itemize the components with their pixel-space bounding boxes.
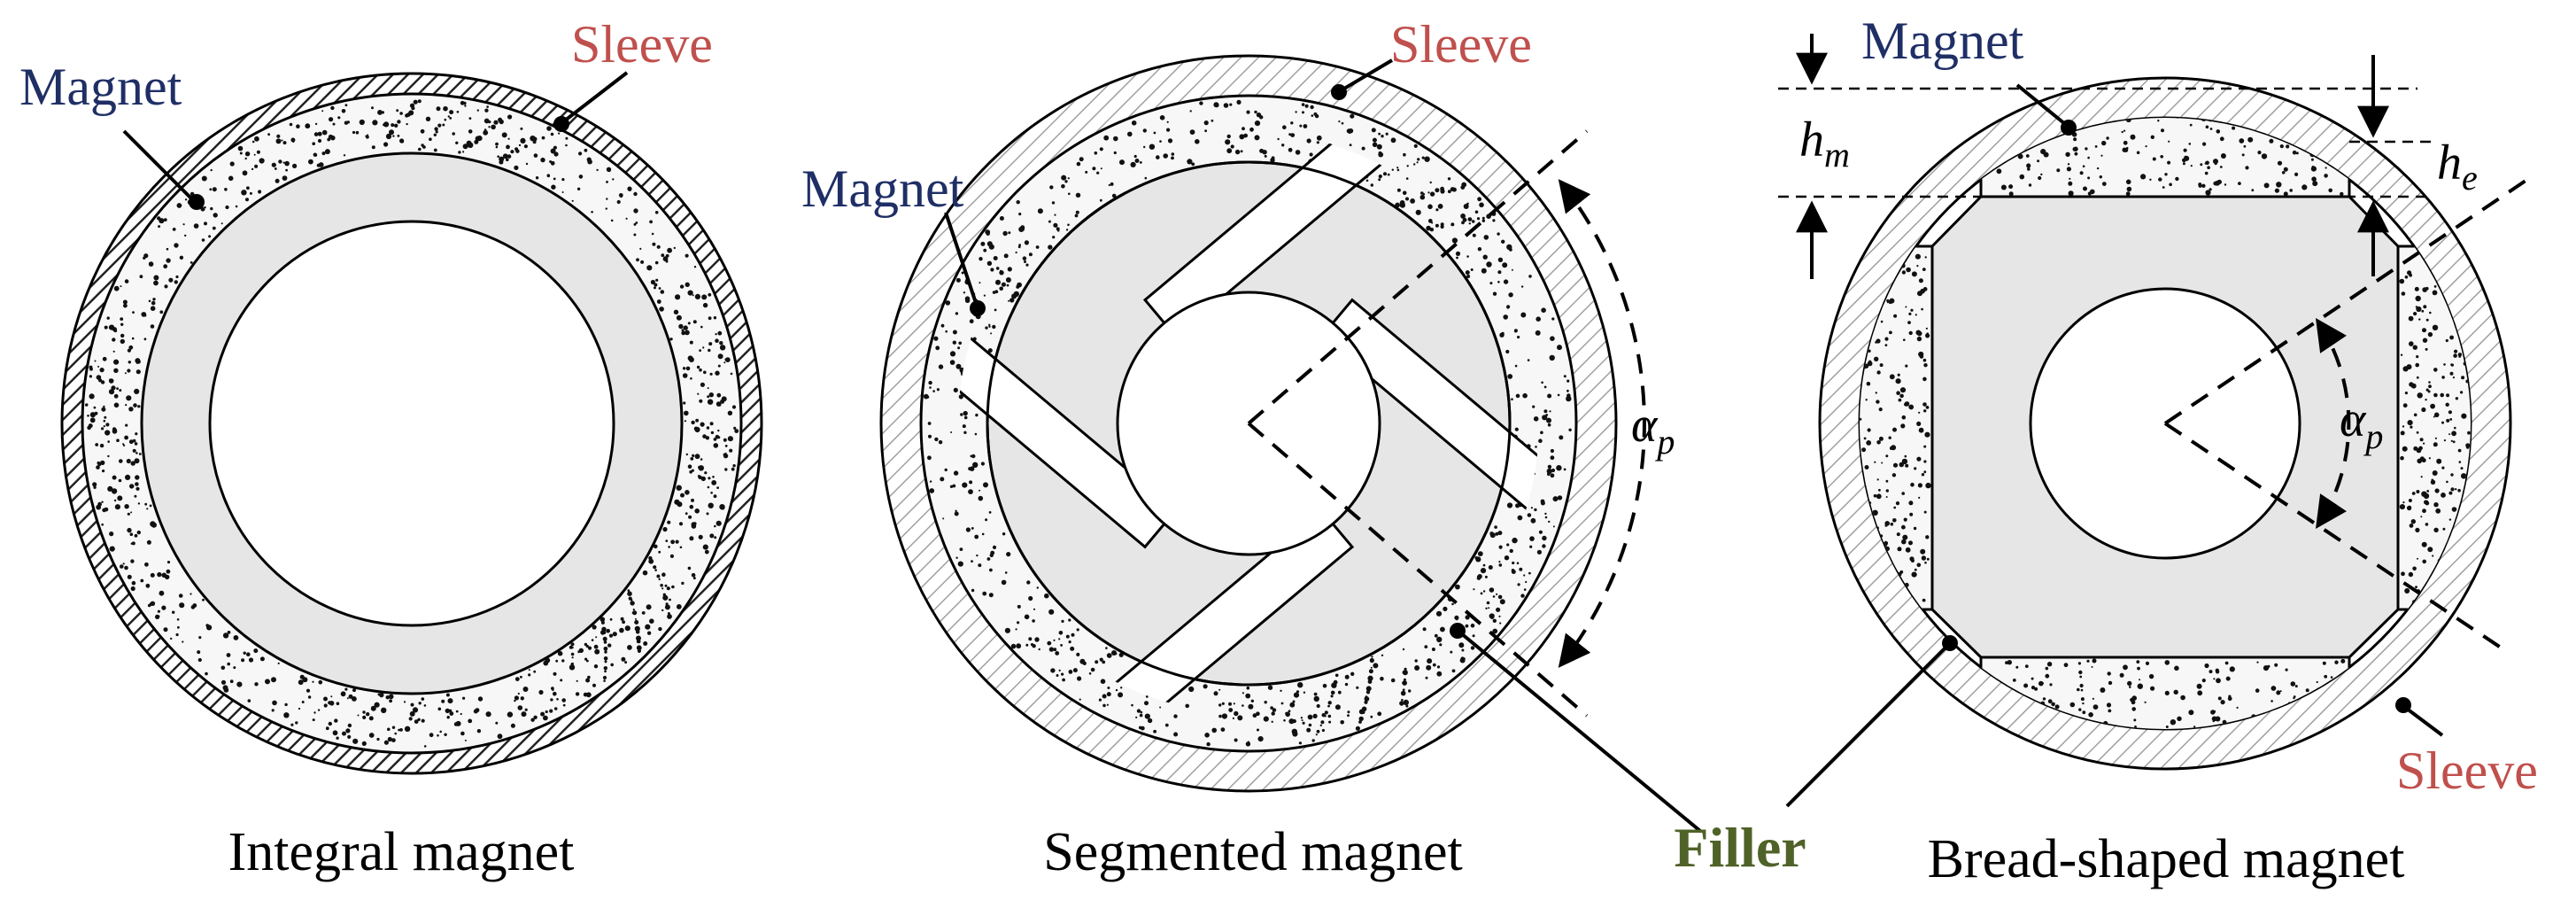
bread-pole-axis-lower <box>2163 422 2508 653</box>
segmented-magnet-leader-dot <box>970 300 986 316</box>
segmented-magnet-label: Magnet <box>801 159 964 218</box>
bread-magnet-leader-dot <box>2061 120 2077 136</box>
segmented-pole-axis-upper <box>1247 129 1589 425</box>
he-label: he <box>2437 136 2478 198</box>
segmented-sleeve-leader <box>1342 58 1394 90</box>
bread-sleeve-leader-dot <box>2395 697 2411 713</box>
integral-sleeve-leader <box>563 71 629 122</box>
bread-pole-arc-label: αp <box>2340 392 2383 456</box>
integral-magnet-speckle <box>85 99 739 748</box>
filler-annotation: Filler <box>1450 623 1958 879</box>
segmented-magnet-leader <box>944 212 978 304</box>
segmented-caption: Segmented magnet <box>1043 822 1462 882</box>
filler-leader-segmented <box>1459 632 1702 833</box>
segmented-pole-arc <box>1558 179 1646 668</box>
segmented-magnet-diagram: αp Magnet Sleeve Segmented magnet <box>801 15 1675 882</box>
integral-magnet-leader <box>122 129 193 200</box>
filler-leader-bread-dot <box>1942 635 1958 651</box>
filler-label: Filler <box>1674 816 1806 879</box>
bread-caption: Bread-shaped magnet <box>1928 829 2405 889</box>
integral-sleeve-label: Sleeve <box>571 15 713 74</box>
bread-shaped-magnet-diagram: αp hm he Magnet Sleeve Bread-shaped magn… <box>1778 12 2538 889</box>
integral-magnet-diagram: Magnet Sleeve Integral magnet <box>19 15 763 882</box>
bread-sleeve-label: Sleeve <box>2396 741 2538 800</box>
integral-caption: Integral magnet <box>228 822 575 882</box>
segmented-core-outline <box>986 160 1512 687</box>
integral-bore <box>208 220 615 627</box>
segmented-pole-arc-label: αp <box>1631 398 1675 462</box>
integral-magnet-label: Magnet <box>19 58 182 116</box>
bread-pole-arc <box>2315 318 2351 529</box>
bread-magnet-leader <box>2015 83 2067 126</box>
hm-label: hm <box>1799 113 1850 175</box>
segmented-sleeve-label: Sleeve <box>1390 15 1532 74</box>
segmented-pole-axis-lower <box>1247 422 1589 718</box>
filler-leader-bread <box>1785 645 1948 808</box>
bread-sleeve-leader <box>2405 707 2444 737</box>
bread-pole-axis-upper <box>2163 175 2533 425</box>
integral-sleeve-leader-dot <box>553 116 569 132</box>
integral-magnet-leader-dot <box>189 194 205 210</box>
filler-leader-segmented-dot <box>1450 623 1466 639</box>
bread-magnet-label: Magnet <box>1861 12 2024 70</box>
segmented-sleeve-leader-dot <box>1331 84 1347 100</box>
